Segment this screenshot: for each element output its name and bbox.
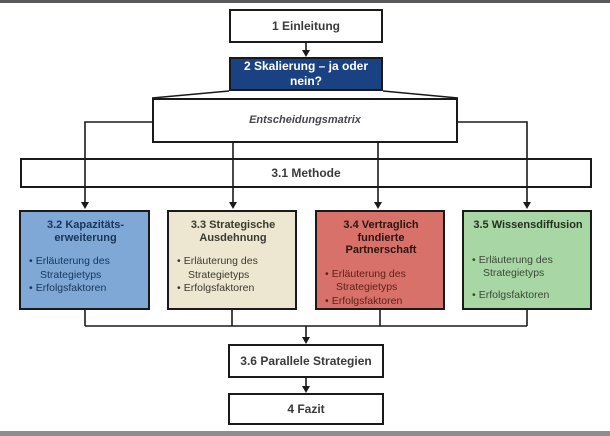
node-entscheidungsmatrix: Entscheidungsmatrix <box>152 98 458 143</box>
node-entscheidungsmatrix-label: Entscheidungsmatrix <box>249 113 361 126</box>
bullet-text: Erfolgsfaktoren <box>331 294 403 307</box>
bullet-text: Erläuterung des Strategietyps <box>183 255 258 281</box>
bullet-icon: • <box>177 282 181 295</box>
bullet-text: Erläuterung des Strategietyps <box>478 253 553 280</box>
bottom-border-bar <box>0 431 610 436</box>
bullet-icon: • <box>472 253 476 266</box>
node-parallele-strategien: 3.6 Parallele Strategien <box>228 344 384 378</box>
arrowhead <box>81 202 89 209</box>
arrowhead <box>523 202 531 209</box>
node-kapazitaetserweiterung: 3.2 Kapazitäts- erweiterung •Erläuterung… <box>19 210 150 310</box>
node-skalierung-line2: nein? <box>290 74 322 88</box>
bullet-icon: • <box>177 255 181 268</box>
node-methode: 3.1 Methode <box>20 158 592 188</box>
bullet-item: •Erläuterung des Strategietyps <box>325 268 437 295</box>
bullet-item: •Erfolgsfaktoren <box>472 289 584 302</box>
bullet-item: •Erläuterung des Strategietyps <box>472 254 584 281</box>
top-border-bar <box>0 0 610 3</box>
bullet-icon: • <box>472 288 476 301</box>
bullet-text: Erläuterung des Strategietyps <box>35 255 110 281</box>
node-methode-label: 3.1 Methode <box>271 165 341 180</box>
bullet-icon: • <box>29 255 33 268</box>
arrowhead <box>374 202 382 209</box>
bullet-item: •Erfolgsfaktoren <box>29 282 142 295</box>
bullet-text: Erfolgsfaktoren <box>478 288 550 301</box>
strategy-bullets: •Erläuterung des Strategietyps •Erfolgsf… <box>325 268 437 308</box>
strategy-title-line2: erweiterung <box>54 231 117 244</box>
bullet-icon: • <box>325 294 329 307</box>
arrowhead <box>302 386 310 393</box>
strategy-title-line1: 3.2 Kapazitäts- <box>46 219 125 231</box>
node-skalierung: 2 Skalierung – ja oder nein? <box>229 57 383 91</box>
strategy-title-line1: 3.5 Wissensdiffusion <box>473 219 583 231</box>
bullet-item: •Erläuterung des Strategietyps <box>177 255 289 282</box>
node-fazit: 4 Fazit <box>228 393 384 425</box>
strategy-title: 3.2 Kapazitäts- erweiterung <box>29 219 142 244</box>
bullet-text: Erfolgsfaktoren <box>35 282 107 295</box>
node-fazit-label: 4 Fazit <box>287 401 325 416</box>
node-einleitung: 1 Einleitung <box>229 9 383 43</box>
bullet-item: •Erfolgsfaktoren <box>177 282 289 295</box>
bullet-text: Erläuterung des Strategietyps <box>331 267 406 294</box>
strategy-title: 3.4 Vertraglich fundierte Partnerschaft <box>325 219 437 257</box>
strategy-bullets: •Erläuterung des Strategietyps •Erfolgsf… <box>177 255 289 295</box>
bullet-item: •Erläuterung des Strategietyps <box>29 255 142 282</box>
node-parallele-strategien-label: 3.6 Parallele Strategien <box>240 353 372 368</box>
strategy-bullets: •Erläuterung des Strategietyps •Erfolgsf… <box>29 255 142 295</box>
bullet-text: Erfolgsfaktoren <box>183 282 255 295</box>
bullet-icon: • <box>325 267 329 280</box>
strategy-title-line1: 3.3 Strategische <box>190 219 276 231</box>
strategy-title-line2: fundierte Partnerschaft <box>345 231 417 257</box>
node-skalierung-line1: 2 Skalierung – ja oder <box>243 59 369 73</box>
node-wissensdiffusion: 3.5 Wissensdiffusion •Erläuterung des St… <box>462 210 592 310</box>
edge-skalierung-matrix-left <box>151 90 230 99</box>
strategy-title-line2: Ausdehnung <box>199 231 267 244</box>
node-einleitung-label: 1 Einleitung <box>271 18 340 33</box>
strategy-title-line1: 3.4 Vertraglich <box>343 219 419 231</box>
bullet-icon: • <box>29 282 33 295</box>
edge-skalierung-matrix-right <box>382 90 459 99</box>
bullet-item: •Erfolgsfaktoren <box>325 295 437 308</box>
arrowhead <box>302 337 310 344</box>
node-strategische-ausdehnung: 3.3 Strategische Ausdehnung •Erläuterung… <box>167 210 297 310</box>
arrowhead <box>229 202 237 209</box>
strategy-title: 3.3 Strategische Ausdehnung <box>177 219 289 244</box>
strategy-title: 3.5 Wissensdiffusion <box>472 219 584 232</box>
strategy-bullets: •Erläuterung des Strategietyps •Erfolgsf… <box>472 254 584 302</box>
arrowhead <box>302 50 310 57</box>
node-vertragliche-partnerschaft: 3.4 Vertraglich fundierte Partnerschaft … <box>315 210 445 310</box>
